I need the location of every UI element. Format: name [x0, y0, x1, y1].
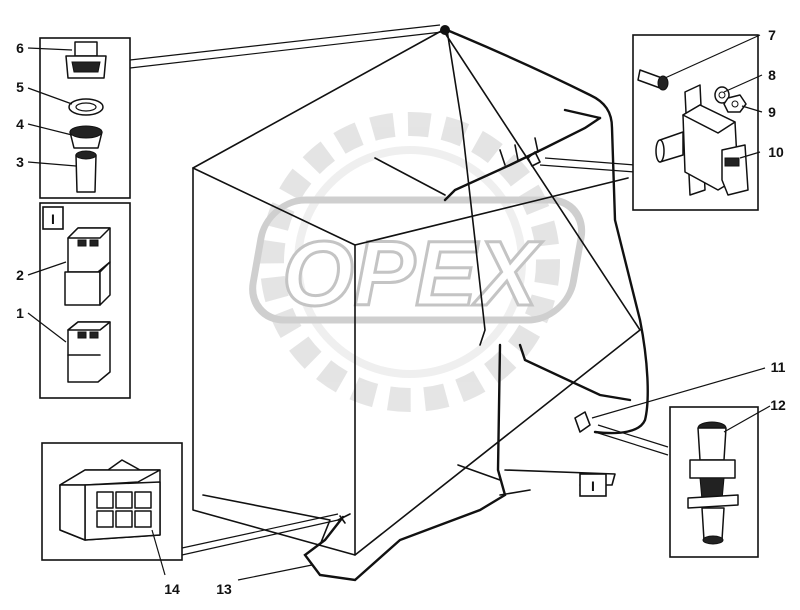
- callout-8: 8: [768, 67, 776, 83]
- inset-sensor-parts: [39, 37, 131, 199]
- callout-14: 14: [164, 581, 180, 597]
- view-tag-cab-label: I: [591, 478, 595, 494]
- sensor-body-part-6: [65, 41, 107, 79]
- inset-connector-plug: [669, 406, 759, 558]
- sleeve-part-3: [75, 150, 97, 193]
- callout-13: 13: [216, 581, 232, 597]
- connector-housing-part-2: [64, 227, 111, 306]
- bolt-part-7: [637, 69, 669, 91]
- connector-housing-part-1: [67, 321, 111, 383]
- callout-leaders: [27, 34, 771, 581]
- callout-7: 7: [768, 27, 776, 43]
- callout-labels: 6 5 4 3 2 1 7 8 9 10 11 12 13 14: [16, 27, 786, 597]
- inset-connector-halves: I: [39, 202, 131, 399]
- inset-relay: [632, 34, 759, 211]
- relay-part-10: [655, 84, 749, 196]
- callout-6: 6: [16, 40, 24, 56]
- callout-9: 9: [768, 104, 776, 120]
- watermark: OPEX: [249, 112, 586, 412]
- callout-5: 5: [16, 79, 24, 95]
- callout-1: 1: [16, 305, 24, 321]
- callout-12: 12: [770, 397, 786, 413]
- wiring-harness: [303, 25, 649, 582]
- callout-4: 4: [16, 116, 24, 132]
- callout-11: 11: [771, 359, 786, 375]
- callout-2: 2: [16, 267, 24, 283]
- callout-10: 10: [768, 144, 784, 160]
- callout-3: 3: [16, 154, 24, 170]
- nut-part-9: [723, 94, 747, 113]
- inset-multi-pin-connector: [41, 442, 183, 561]
- gear-watermark-icon: [260, 112, 560, 412]
- washer-part-5: [68, 98, 104, 116]
- view-tag-cab: I: [579, 473, 607, 497]
- connector-housing-part-14: [59, 459, 161, 541]
- seal-part-4: [69, 125, 103, 149]
- watermark-frame: [249, 196, 586, 324]
- plug-part-12: [687, 421, 739, 545]
- view-tag-connector-panel: I: [51, 211, 55, 227]
- inset-leaders: [129, 24, 669, 556]
- watermark-text: OPEX: [282, 223, 542, 325]
